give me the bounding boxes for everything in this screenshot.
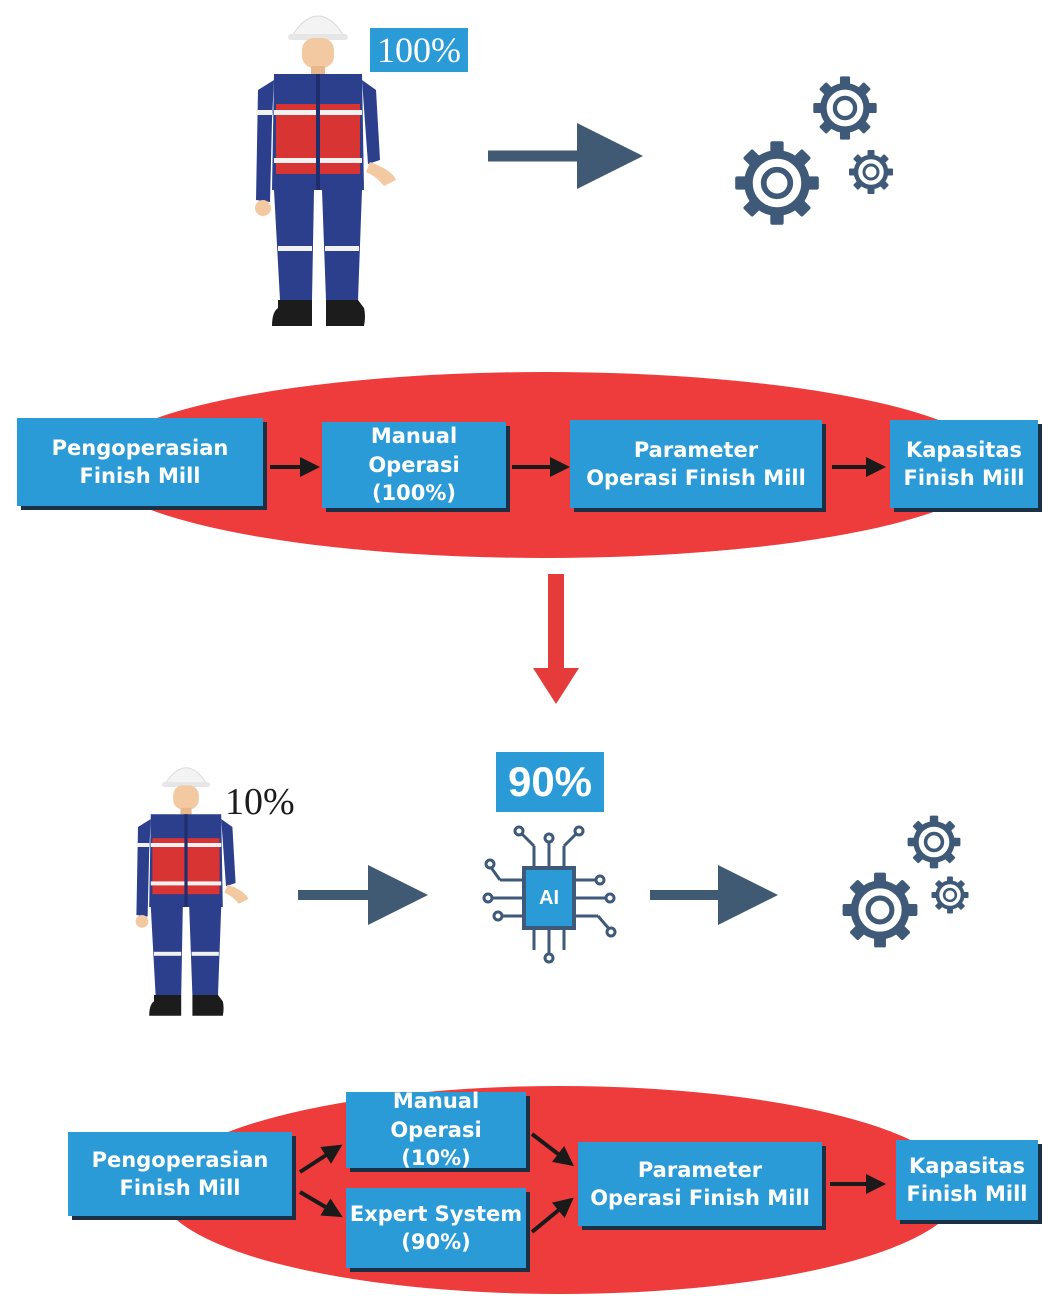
- ai-chip-label: AI: [539, 886, 559, 909]
- ai-chip-icon: [482, 825, 617, 964]
- bottom-flow-box-expert: Expert System (90%): [346, 1188, 526, 1268]
- bottom-flow-arrows: [298, 1132, 886, 1234]
- transition-arrow: [533, 574, 579, 704]
- bottom-flow-box-parameter: Parameter Operasi Finish Mill: [578, 1142, 822, 1226]
- bottom-flow-box-operation: Pengoperasian Finish Mill: [68, 1132, 292, 1216]
- bottom-flow-box-manual: Manual Operasi (10%): [346, 1089, 526, 1170]
- top-flow-box-parameter: Parameter Operasi Finish Mill: [570, 420, 822, 508]
- ai-percent: 90%: [496, 752, 604, 812]
- top-flow-box-capacity: Kapasitas Finish Mill: [890, 420, 1038, 508]
- top-operator-percent: 100%: [370, 28, 468, 72]
- top-flow-box-manual: Manual Operasi (100%): [322, 422, 506, 508]
- bottom-gears-icon: [843, 816, 971, 948]
- bottom-operator-percent: 10%: [225, 781, 295, 823]
- top-gears-icon: [735, 76, 893, 224]
- bottom-flow-box-capacity: Kapasitas Finish Mill: [896, 1140, 1038, 1220]
- top-flow-box-operation: Pengoperasian Finish Mill: [17, 418, 263, 506]
